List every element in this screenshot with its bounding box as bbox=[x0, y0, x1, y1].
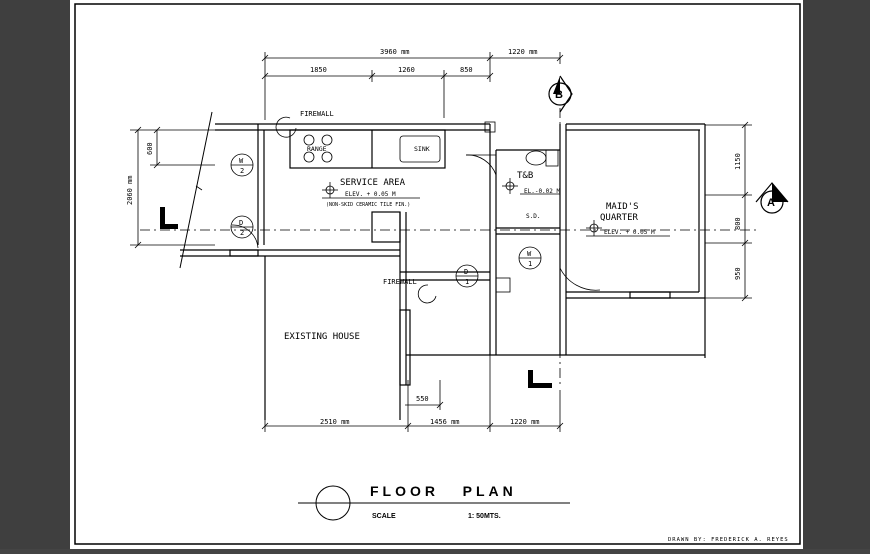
title-floor-plan: FLOOR PLAN bbox=[370, 483, 517, 499]
label-range: RANGE bbox=[307, 145, 327, 153]
tag-w1-letter: W bbox=[527, 250, 532, 258]
right-margin bbox=[803, 0, 870, 549]
label-maids: MAID'S bbox=[606, 202, 639, 212]
break-mark bbox=[195, 185, 203, 191]
title-scale-label: SCALE bbox=[372, 513, 396, 520]
firewall-symbol-top bbox=[275, 116, 297, 138]
drawn-by: DRAWN BY: FREDERICK A. REYES bbox=[668, 537, 789, 543]
dim-left-total: 2060 mm bbox=[126, 175, 134, 205]
grid-label-b: B bbox=[555, 89, 563, 101]
sink-basin bbox=[399, 135, 441, 163]
tag-w2-number: 2 bbox=[240, 167, 244, 175]
dim-ticks-top bbox=[261, 52, 564, 120]
dim-ticks-right bbox=[705, 121, 752, 302]
range-burners bbox=[303, 134, 333, 163]
label-quarter: QUARTER bbox=[600, 213, 639, 223]
dim-left-top: 600 bbox=[146, 142, 154, 155]
column bbox=[495, 277, 511, 293]
door-swing-maids bbox=[559, 267, 601, 291]
dim-bottom-left: 2510 mm bbox=[320, 418, 350, 426]
dim-right-bot: 950 bbox=[734, 267, 742, 280]
label-service-elev: ELEV. + 0.05 M bbox=[345, 191, 396, 198]
dim-top-right: 1220 mm bbox=[508, 48, 538, 56]
label-maids-elev: ELEV. + 0.05 M bbox=[604, 229, 655, 236]
break-line bbox=[179, 111, 213, 269]
title-scale-value: 1: 50MTS. bbox=[468, 513, 501, 520]
label-firewall-mid: FIREWALL bbox=[383, 278, 417, 286]
tag-w1-number: 1 bbox=[528, 260, 532, 268]
dim-right-top: 1150 bbox=[734, 153, 742, 170]
firewall-symbol-mid bbox=[417, 284, 437, 304]
elev-marker-tb bbox=[502, 178, 518, 194]
dim-top-seg1: 1850 bbox=[310, 66, 327, 74]
toilet-tank bbox=[545, 149, 559, 167]
dim-ticks-left bbox=[130, 126, 215, 249]
dim-top-total: 3960 mm bbox=[380, 48, 410, 56]
elev-marker-maids bbox=[586, 220, 602, 236]
sheet-border bbox=[74, 3, 801, 545]
tag-d2-number: 2 bbox=[240, 229, 244, 237]
door-swing-d2 bbox=[231, 224, 259, 249]
label-tb: T&B bbox=[517, 171, 533, 181]
label-firewall-top: FIREWALL bbox=[300, 110, 334, 118]
tag-w2-letter: W bbox=[239, 157, 244, 165]
dim-bottom-small: 550 bbox=[416, 395, 429, 403]
elev-marker-service bbox=[322, 182, 338, 198]
tag-d1-letter: D bbox=[464, 268, 468, 276]
dim-top-seg3: 850 bbox=[460, 66, 473, 74]
grid-label-a: A bbox=[767, 197, 775, 209]
drawing-sheet bbox=[70, 0, 803, 549]
section-markers bbox=[160, 76, 788, 388]
tag-d2-letter: D bbox=[239, 219, 243, 227]
dim-top-seg2: 1260 bbox=[398, 66, 415, 74]
column-top bbox=[484, 121, 496, 133]
label-service-area: SERVICE AREA bbox=[340, 178, 406, 188]
label-sd: S.D. bbox=[526, 213, 540, 220]
dim-right-mid: 800 bbox=[734, 217, 742, 230]
label-sink: SINK bbox=[414, 145, 430, 153]
label-service-note: (NON-SKID CERAMIC TILE FIN.) bbox=[326, 202, 410, 208]
dim-bottom-right: 1220 mm bbox=[510, 418, 540, 426]
dim-bottom-mid: 1456 mm bbox=[430, 418, 460, 426]
label-existing-house: EXISTING HOUSE bbox=[284, 332, 360, 342]
label-tb-elev: EL.-0.02 M bbox=[524, 188, 561, 195]
left-margin bbox=[0, 0, 70, 549]
tag-d1-number: 1 bbox=[465, 278, 469, 286]
